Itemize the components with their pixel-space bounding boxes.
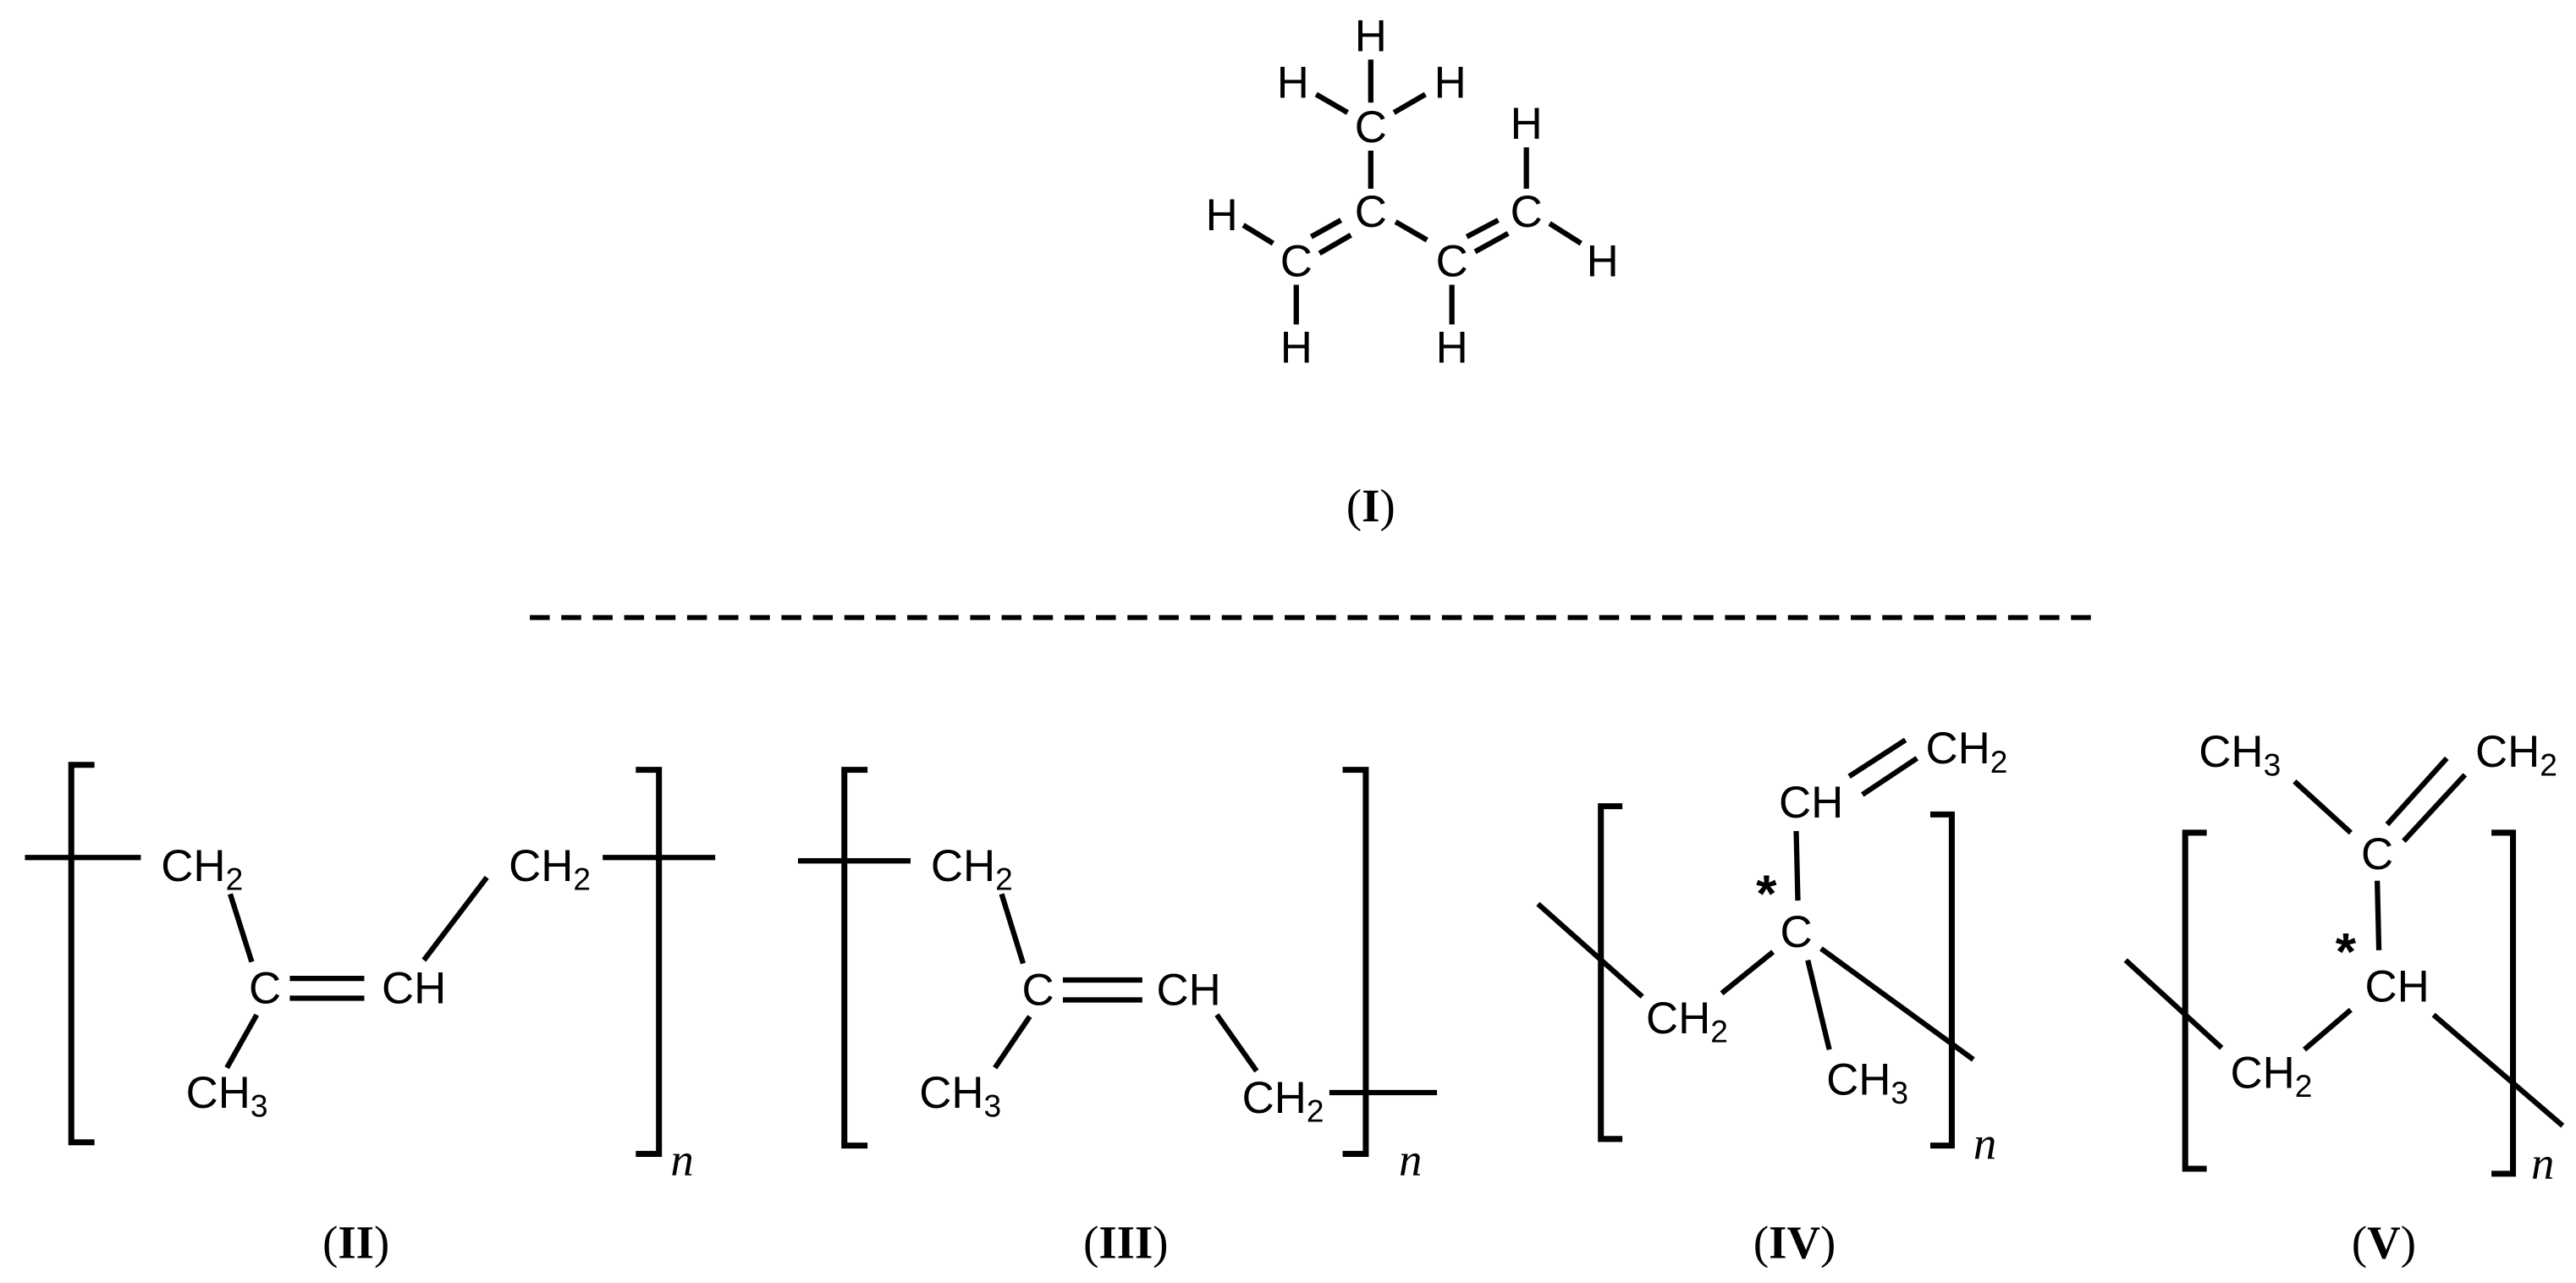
repeat-index: n <box>2531 1137 2554 1189</box>
atom-ch3: CH3 <box>919 1068 1001 1124</box>
atom-c: C <box>1511 187 1543 237</box>
atom-h: H <box>1206 190 1238 240</box>
atom-ch3: CH3 <box>1826 1054 1908 1110</box>
atom-ch2: CH2 <box>2475 727 2557 783</box>
structure-II-cis-polyisoprene: n CH2 C CH CH2 CH3 (II) <box>25 762 716 1269</box>
atom-ch3: CH3 <box>186 1068 268 1124</box>
structure-IV-1-2-polyisoprene: n CH2 CH * C CH2 CH3 (IV) <box>1536 724 2008 1269</box>
atom-ch2: CH2 <box>1926 724 2008 779</box>
atom-c: C <box>249 963 281 1013</box>
repeat-index: n <box>1399 1134 1422 1186</box>
atom-ch: CH <box>2364 961 2429 1011</box>
atom-h: H <box>1511 99 1543 149</box>
atom-c: C <box>1355 102 1387 152</box>
structure-label-II: (II) <box>322 1217 389 1269</box>
atom-c: C <box>1780 907 1812 957</box>
left-bracket <box>2182 829 2207 1172</box>
chiral-center-marker: * <box>2336 922 2357 982</box>
right-bracket <box>636 767 663 1157</box>
atom-c: C <box>1436 237 1468 287</box>
left-bracket <box>68 762 95 1146</box>
left-bracket <box>1598 803 1623 1143</box>
atom-ch2: CH2 <box>509 841 591 897</box>
repeat-index: n <box>670 1134 693 1186</box>
atom-ch3: CH3 <box>2199 727 2281 783</box>
bonds <box>25 855 716 1070</box>
atom-ch: CH <box>382 963 446 1013</box>
repeat-index: n <box>1973 1117 1996 1169</box>
atom-h: H <box>1277 58 1309 107</box>
structure-III-trans-polyisoprene: n CH2 C CH CH2 CH3 (III) <box>797 767 1438 1269</box>
right-bracket <box>1342 767 1369 1157</box>
atom-h: H <box>1355 12 1387 62</box>
right-bracket <box>1929 811 1955 1149</box>
atom-h: H <box>1280 322 1313 372</box>
atom-h: H <box>1434 58 1467 107</box>
left-bracket <box>841 767 868 1149</box>
bonds <box>2123 756 2565 1128</box>
atom-ch: CH <box>1779 778 1843 828</box>
structure-label-III: (III) <box>1083 1217 1168 1269</box>
atom-ch2: CH2 <box>1242 1072 1324 1128</box>
structure-V-3-4-polyisoprene: n CH3 CH2 C * CH CH2 (V) <box>2123 727 2565 1269</box>
atom-c: C <box>1022 965 1054 1015</box>
bonds <box>1241 59 1582 325</box>
bonds <box>1536 737 1975 1062</box>
structure-label-I: (I) <box>1346 480 1395 531</box>
structure-I-isoprene: H H H C C H C H C H C H H (I) <box>1206 12 1619 532</box>
atom-ch2: CH2 <box>161 841 243 897</box>
atom-c: C <box>2361 829 2393 879</box>
atom-c: C <box>1355 187 1387 237</box>
bonds <box>797 858 1438 1096</box>
atom-c: C <box>1280 237 1313 287</box>
atom-ch2: CH2 <box>1646 994 1728 1049</box>
atom-ch2: CH2 <box>2230 1048 2312 1104</box>
atom-ch: CH <box>1156 965 1220 1015</box>
atom-h: H <box>1436 322 1468 372</box>
atom-ch2: CH2 <box>931 841 1013 897</box>
right-bracket <box>2491 829 2517 1177</box>
atom-h: H <box>1587 237 1619 287</box>
structure-label-V: (V) <box>2352 1217 2416 1269</box>
chiral-center-marker: * <box>1756 864 1777 923</box>
structure-label-IV: (IV) <box>1753 1217 1836 1269</box>
